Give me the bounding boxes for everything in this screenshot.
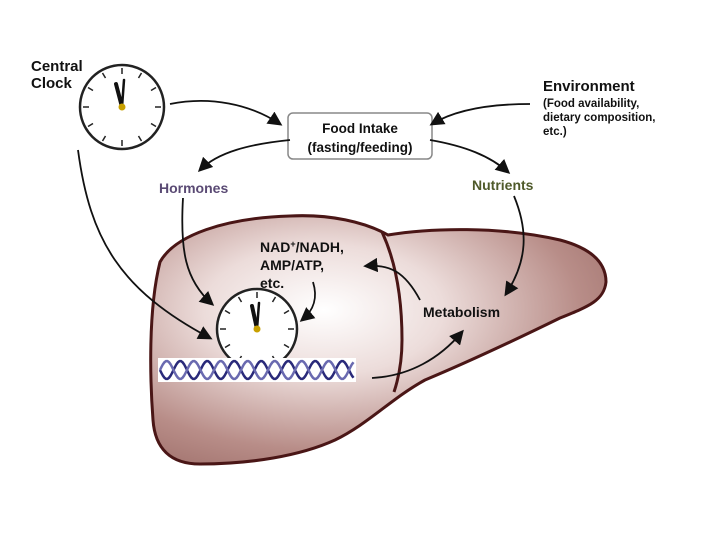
cofactors-line2: AMP/ATP,: [260, 257, 324, 273]
cofactors-line1-rest: /NADH,: [296, 239, 344, 255]
liver-clock-icon: [215, 287, 299, 371]
arrow-central-clock-to-liver-clock: [77, 149, 213, 340]
arrow-food-intake-to-hormones: [197, 139, 291, 173]
cofactors-line3: etc.: [260, 275, 284, 291]
arrow-nutrients-to-metabolism: [504, 195, 525, 297]
arrow-clock-to-food-intake: [169, 100, 283, 126]
cofactors-line1: NAD+/NADH,: [260, 239, 344, 255]
food-intake-box: [287, 112, 433, 160]
environment-line2: dietary composition,: [543, 112, 655, 124]
arrows: [77, 100, 531, 379]
cofactors-line1-sup: +: [290, 239, 295, 249]
food-intake-label-line2: (fasting/feeding): [308, 140, 413, 155]
nutrients-label: Nutrients: [472, 177, 534, 193]
arrow-dna-to-metabolism: [371, 329, 464, 379]
central-clock-label-line2: Clock: [31, 75, 73, 92]
dna-helix-icon: [158, 358, 356, 382]
food-intake-label-line1: Food Intake: [322, 121, 398, 136]
arrow-metabolism-to-cofactors: [363, 257, 421, 301]
cofactors-line1-base: NAD: [260, 239, 290, 255]
environment-line1: (Food availability,: [543, 98, 639, 110]
hormones-label: Hormones: [159, 180, 228, 196]
arrow-environment-to-food-intake: [429, 103, 531, 126]
liver-icon: [149, 214, 608, 466]
metabolism-label: Metabolism: [423, 304, 500, 320]
arrow-food-intake-to-nutrients: [429, 139, 511, 174]
environment-line3: etc.): [543, 126, 567, 138]
central-clock-label-line1: Central: [31, 58, 83, 75]
environment-title: Environment: [543, 78, 635, 95]
arrow-cofactors-to-liver-clock: [299, 281, 316, 322]
arrow-hormones-to-liver-clock: [181, 197, 215, 306]
central-clock-icon: [78, 63, 166, 151]
